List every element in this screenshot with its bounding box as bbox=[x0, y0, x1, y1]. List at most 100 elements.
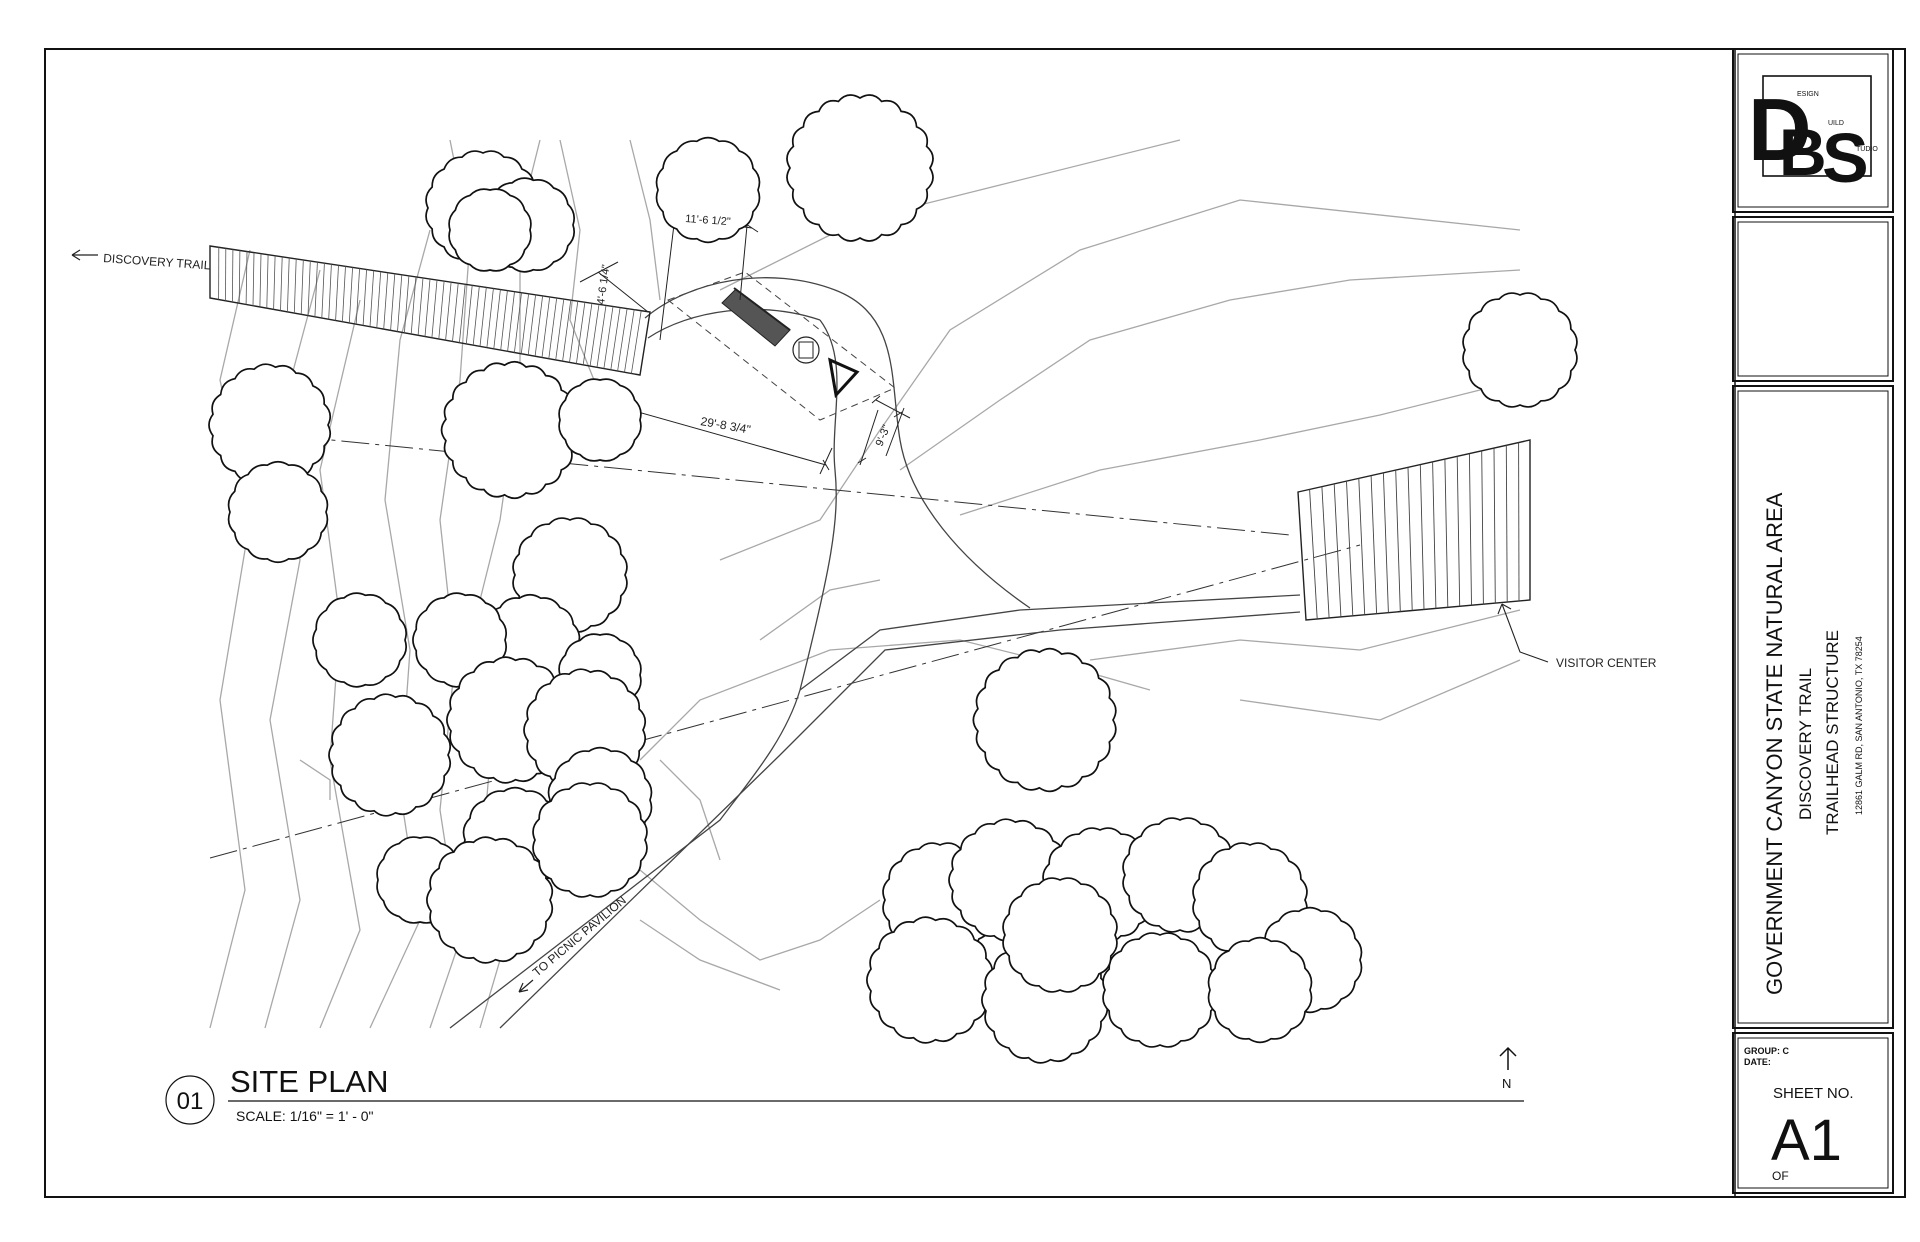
arrow-left-icon bbox=[71, 249, 98, 261]
boardwalk-plank bbox=[1382, 472, 1389, 613]
logo-letter-b: B bbox=[1779, 115, 1827, 189]
boardwalk-plank bbox=[500, 290, 508, 351]
visitor-center-label-group: VISITOR CENTER bbox=[1497, 603, 1657, 670]
boardwalk-plank bbox=[404, 275, 410, 333]
discovery-trail-boardwalk bbox=[209, 245, 651, 376]
sheet-border bbox=[44, 48, 1906, 1198]
boardwalk-plank bbox=[321, 263, 325, 319]
boardwalk-plank bbox=[445, 282, 452, 341]
tree-canopy bbox=[448, 188, 532, 272]
boardwalk-plank bbox=[472, 286, 480, 346]
tree-canopy bbox=[558, 378, 642, 462]
boardwalk-plank bbox=[355, 268, 360, 325]
dbs-logo: D B S ESIGN UILD TUDIO bbox=[1748, 75, 1878, 197]
trailhead-structure bbox=[666, 271, 896, 421]
sheet-no-label: SHEET NO. bbox=[1773, 1085, 1854, 1102]
sheet-of: OF bbox=[1772, 1169, 1789, 1183]
project-address: 12861 GALM RD, SAN ANTONIO, TX 78254 bbox=[1854, 636, 1864, 815]
boardwalk-plank bbox=[514, 292, 522, 353]
sheet-group: GROUP: C bbox=[1744, 1046, 1790, 1056]
boardwalk-plank bbox=[238, 250, 241, 304]
boardwalk-plank bbox=[307, 260, 311, 316]
boardwalk-plank bbox=[1481, 450, 1484, 605]
boardwalk-plank bbox=[232, 249, 234, 303]
boardwalk-plank bbox=[562, 300, 572, 362]
boardwalk-plank bbox=[1505, 445, 1508, 603]
boardwalk-plank bbox=[259, 253, 262, 307]
drawing-title-text: SITE PLAN bbox=[230, 1064, 389, 1099]
boardwalk-plank bbox=[314, 262, 318, 317]
boardwalk-plank bbox=[410, 276, 417, 335]
boardwalk-plank bbox=[624, 309, 635, 373]
boardwalk-plank bbox=[438, 281, 445, 340]
visitor-center-label: VISITOR CENTER bbox=[1556, 656, 1657, 670]
boardwalk-plank bbox=[417, 277, 424, 336]
logo-word-build: UILD bbox=[1828, 120, 1844, 127]
boardwalk-plank bbox=[582, 303, 593, 365]
boardwalk-plank bbox=[328, 264, 332, 320]
boardwalk-plank bbox=[479, 287, 487, 347]
boardwalk-plank bbox=[266, 254, 269, 309]
tree-canopy bbox=[227, 460, 329, 564]
tree-canopy bbox=[426, 836, 554, 964]
boardwalk-plank bbox=[287, 257, 290, 312]
boardwalk-plank bbox=[1468, 453, 1472, 606]
boardwalk-plank bbox=[576, 302, 586, 364]
boardwalk-plank bbox=[1395, 470, 1401, 612]
boardwalk-plank bbox=[555, 299, 565, 360]
boardwalk-plank bbox=[273, 255, 276, 310]
logo-letter-d: D bbox=[1748, 80, 1812, 179]
boardwalk-plank bbox=[431, 280, 438, 338]
boardwalk-plank bbox=[1456, 456, 1461, 607]
project-trail: DISCOVERY TRAIL bbox=[1796, 668, 1815, 820]
boardwalk-plank bbox=[280, 256, 283, 311]
dimension-label-b: 4'-6 1/4" bbox=[595, 264, 612, 306]
boardwalk-plank bbox=[1493, 448, 1496, 604]
boardwalk-plank bbox=[527, 294, 536, 356]
boardwalk-plank bbox=[486, 288, 494, 348]
tree-canopy bbox=[1462, 292, 1578, 408]
boardwalk-plank bbox=[507, 291, 515, 352]
tree-canopy bbox=[786, 94, 934, 242]
boardwalk-plank bbox=[534, 295, 543, 357]
boardwalk-plank bbox=[452, 283, 459, 342]
tree-canopy bbox=[1102, 932, 1218, 1048]
tree-canopy bbox=[655, 136, 761, 244]
title-block bbox=[1732, 48, 1894, 1194]
dimension-label-c: 29'-8 3/4" bbox=[699, 414, 751, 437]
boardwalk-plank bbox=[541, 296, 551, 358]
project-name: GOVERNMENT CANYON STATE NATURAL AREA bbox=[1762, 492, 1787, 995]
sheet-number: A1 bbox=[1771, 1108, 1842, 1173]
boardwalk-plank bbox=[610, 307, 621, 370]
boardwalk-plank bbox=[1370, 475, 1378, 614]
boardwalk-plank bbox=[252, 252, 255, 306]
boardwalk-plank bbox=[376, 271, 382, 328]
tree-canopy bbox=[532, 782, 648, 898]
boardwalk-plank bbox=[1309, 489, 1318, 620]
boardwalk-plank bbox=[348, 267, 353, 323]
tree-canopy bbox=[440, 360, 579, 500]
boardwalk-plank bbox=[335, 265, 339, 321]
dimension-label-a: 11'-6 1/2" bbox=[685, 213, 731, 228]
drawing-scale: SCALE: 1/16" = 1' - 0" bbox=[236, 1108, 374, 1124]
tree-canopy bbox=[1002, 877, 1118, 993]
tree-canopy bbox=[1207, 936, 1313, 1044]
tree-canopy bbox=[972, 647, 1117, 793]
tree-canopy bbox=[312, 592, 407, 688]
boardwalk-plank bbox=[520, 293, 529, 354]
boardwalk-plank bbox=[459, 284, 466, 343]
discovery-trail-label: DISCOVERY TRAIL bbox=[103, 251, 211, 272]
boardwalk-plank bbox=[603, 306, 614, 369]
boardwalk-plank bbox=[493, 289, 501, 349]
arrow-down-left-icon bbox=[518, 979, 534, 993]
drawing-number-bubble bbox=[165, 1075, 215, 1125]
boardwalk-plank bbox=[1419, 464, 1425, 610]
logo-letter-s: S bbox=[1822, 119, 1869, 197]
bench-icon bbox=[792, 336, 820, 364]
boardwalk-plank bbox=[1333, 483, 1342, 617]
north-arrow-icon bbox=[1499, 1046, 1517, 1070]
boardwalk-plank bbox=[1407, 467, 1413, 611]
boardwalk-plank bbox=[1358, 478, 1366, 615]
boardwalk-plank bbox=[293, 258, 297, 314]
